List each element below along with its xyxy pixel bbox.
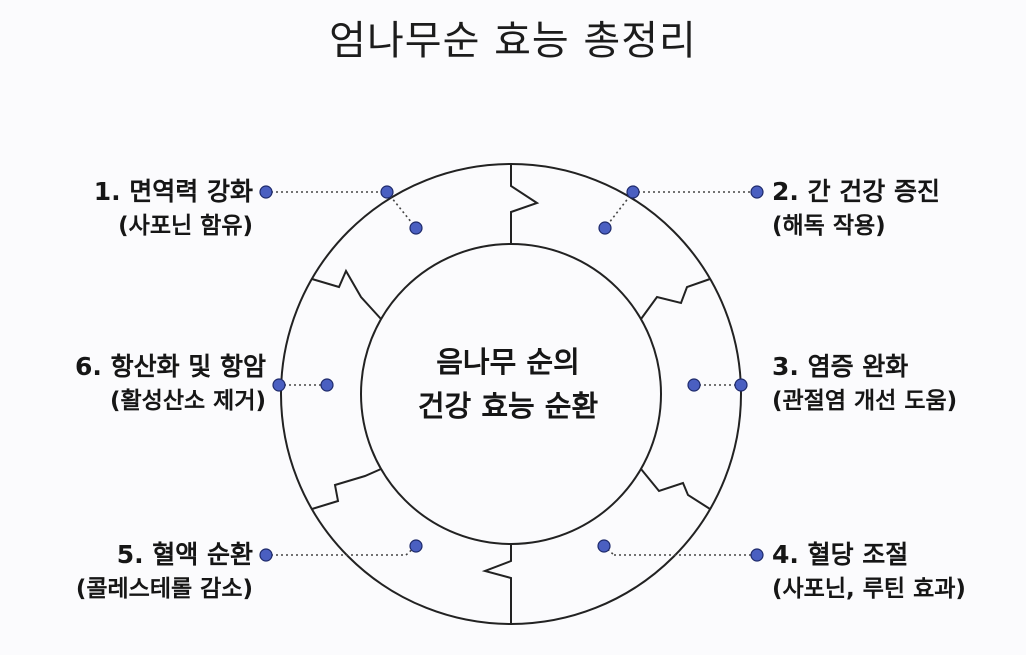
dot-6-outer	[272, 378, 286, 392]
benefit-4: 4. 혈당 조절 (사포닌, 루틴 효과)	[772, 538, 1026, 606]
center-line-1: 음나무 순의	[436, 345, 580, 379]
center-line-2: 건강 효능 순환	[417, 389, 599, 423]
dot-2-ring	[626, 185, 640, 199]
dot-3-inner	[687, 378, 701, 392]
benefit-2-title: 2. 간 건강 증진	[772, 177, 941, 206]
divider-top	[510, 164, 540, 244]
dot-4-inner	[597, 539, 611, 553]
dot-6-inner	[320, 378, 334, 392]
benefit-2: 2. 간 건강 증진 (해독 작용)	[772, 175, 1026, 243]
benefit-5: 5. 혈액 순환 (콜레스테롤 감소)	[0, 538, 253, 606]
dot-4-outer	[750, 548, 764, 562]
connector-1b	[386, 191, 417, 229]
dot-1-outer	[259, 185, 273, 199]
divider-bottom	[481, 544, 512, 624]
dot-2-inner	[598, 221, 612, 235]
benefit-6-title: 6. 항산화 및 항암	[74, 352, 266, 381]
diagram-title: 엄나무순 효능 총정리	[329, 18, 697, 64]
divider-upper-right	[640, 278, 711, 320]
divider-upper-left	[311, 268, 382, 320]
benefit-1: 1. 면역력 강화 (사포닌 함유)	[0, 175, 253, 243]
dot-1-ring	[380, 185, 394, 199]
connector-2b	[604, 191, 634, 229]
dot-1-inner	[409, 221, 423, 235]
dot-5-outer	[259, 548, 273, 562]
divider-lower-right	[640, 468, 711, 510]
benefit-1-detail: (사포닌 함유)	[118, 213, 253, 239]
dot-5-inner	[409, 539, 423, 553]
connector-4	[603, 545, 615, 556]
benefit-3: 3. 염증 완화 (관절염 개선 도움)	[772, 350, 1026, 418]
benefit-5-detail: (콜레스테롤 감소)	[75, 576, 253, 602]
dot-3-outer	[734, 378, 748, 392]
benefit-3-title: 3. 염증 완화	[772, 352, 909, 381]
benefit-2-detail: (해독 작용)	[772, 213, 886, 239]
benefit-4-title: 4. 혈당 조절	[772, 540, 909, 569]
benefit-5-title: 5. 혈액 순환	[116, 540, 253, 569]
dot-2-outer	[750, 185, 764, 199]
benefit-1-title: 1. 면역력 강화	[93, 177, 253, 206]
benefit-4-detail: (사포닌, 루틴 효과)	[772, 576, 966, 602]
divider-lower-left	[311, 468, 382, 510]
benefit-6-detail: (활성산소 제거)	[110, 388, 266, 414]
benefit-3-detail: (관절염 개선 도움)	[772, 388, 958, 414]
center-caption: 음나무 순의 건강 효능 순환	[368, 340, 648, 428]
benefit-6: 6. 항산화 및 항암 (활성산소 제거)	[0, 350, 266, 418]
